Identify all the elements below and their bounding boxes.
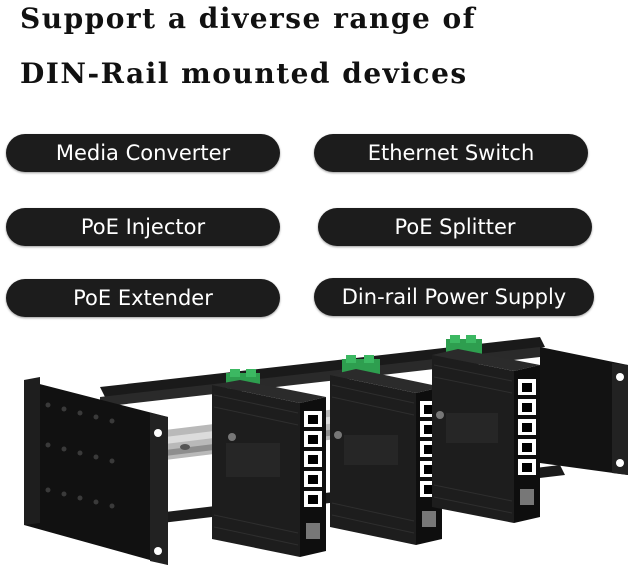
device-pill-poe-extender: PoE Extender (6, 279, 280, 317)
din-rail-switch-1 (212, 369, 326, 557)
din-rail-switch-3 (432, 335, 540, 523)
device-pill-ethernet-switch: Ethernet Switch (314, 134, 588, 172)
rack-mount-illustration (24, 335, 628, 565)
device-pill-poe-splitter: PoE Splitter (318, 208, 592, 246)
headline-line-1: Support a diverse range of (20, 2, 477, 35)
headline-line-2: DIN-Rail mounted devices (20, 57, 468, 90)
device-pill-media-converter: Media Converter (6, 134, 280, 172)
device-pill-din-rail-power-supply: Din-rail Power Supply (314, 278, 594, 316)
din-rail-switch-2 (330, 355, 442, 545)
rack-ear-right (540, 347, 628, 475)
rack-ear-left (24, 377, 168, 565)
device-pill-poe-injector: PoE Injector (6, 208, 280, 246)
